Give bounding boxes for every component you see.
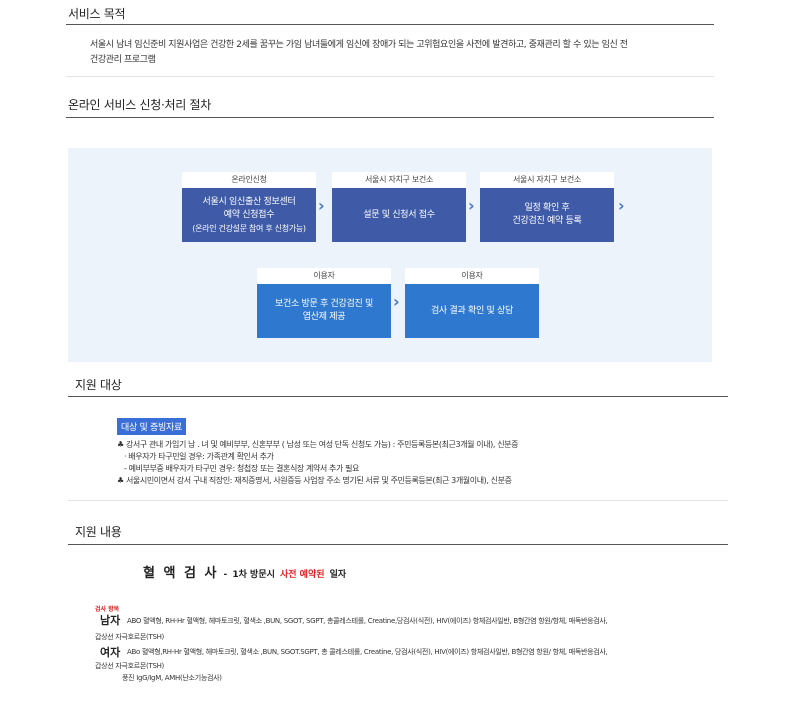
female-test-items-cont: 갑상선 자극호르몬(TSH) (95, 662, 164, 670)
step-line: 엽산제 제공 (302, 312, 346, 322)
eligibility-bottom-divider (68, 500, 728, 501)
purpose-text: 서울시 남녀 임신준비 지원사업은 건강한 2세를 꿈꾸는 가임 남녀들에게 임… (90, 38, 710, 68)
date-label: 일자 (329, 570, 347, 580)
step-body: 설문 및 신청서 접수 (332, 188, 466, 242)
club-bullet-icon: ♣ (117, 476, 124, 485)
step-line: 검사 결과 확인 및 상담 (430, 305, 514, 316)
step-note: (온라인 건강설문 참여 후 신청가능) (192, 223, 306, 233)
eligibility-subitem: · 배우자가 타구민일 경우: 가족관계 확인서 추가 (124, 452, 274, 461)
step-head: 이용자 (257, 268, 391, 284)
heading-dash: - (223, 570, 228, 580)
step-line: 서울시 임신출산 정보센터 (202, 196, 296, 207)
step-visit-checkup: 이용자 보건소 방문 후 건강검진 및 엽산제 제공 (257, 268, 391, 338)
step-body: 일정 확인 후 건강검진 예약 등록 (480, 188, 614, 242)
eligibility-divider (68, 396, 728, 397)
step-line: 일정 확인 후 (524, 203, 570, 213)
reserved-label: 사전 예약된 (279, 570, 325, 580)
step-body: 검사 결과 확인 및 상담 (405, 284, 539, 338)
eligibility-subitem: - 예비부부중 배우자가 타구민 경우: 청첩장 또는 결혼식장 계약서 추가 … (124, 464, 360, 473)
step-result-counsel: 이용자 검사 결과 확인 및 상담 (405, 268, 539, 338)
step-online-apply: 온라인신청 서울시 임신출산 정보센터 예약 신청접수 (온라인 건강설문 참여… (182, 172, 316, 242)
purpose-line-2: 건강관리 프로그램 (90, 55, 156, 65)
blood-test-heading: 혈 액 검 사 - 1차 방문시 사전 예약된 일자 (143, 562, 346, 581)
eligibility-title: 지원 대상 (75, 378, 122, 392)
purpose-bottom-divider (66, 76, 714, 77)
visit-label: 1차 방문시 (232, 570, 275, 580)
female-test-items-extra: 풍진 IgG/IgM, AMH(난소기능검사) (122, 674, 222, 682)
club-bullet-icon: ♣ (117, 440, 124, 449)
eligibility-item: ♣ 서울시민이면서 강서 구내 직장인: 재직증명서, 사원증등 사업장 주소 … (117, 475, 737, 487)
male-test-items-cont: 갑상선 자극호르몬(TSH) (95, 633, 164, 641)
procedure-divider (66, 117, 714, 118)
step-survey-receipt: 서울시 자치구 보건소 설문 및 신청서 접수 (332, 172, 466, 242)
step-line: 보건소 방문 후 건강검진 및 (274, 299, 374, 309)
blood-test-title: 혈 액 검 사 (143, 566, 219, 581)
purpose-title: 서비스 목적 (68, 7, 126, 21)
step-schedule-register: 서울시 자치구 보건소 일정 확인 후 건강검진 예약 등록 (480, 172, 614, 242)
step-line: 건강검진 예약 등록 (512, 216, 582, 226)
female-test-items: ABo 혈액형,RH-Hr 혈액형, 헤마토크릿, 혈색소 ,BUN, SGOT… (127, 648, 608, 656)
purpose-divider (66, 24, 714, 25)
eligibility-item-text: 강서구 관내 가임기 남 . 녀 및 예비부부, 신혼부부 ( 남성 또는 여성… (125, 440, 519, 449)
chevron-right-icon: › (618, 196, 625, 215)
eligibility-item-text: 서울시민이면서 강서 구내 직장인: 재직증명서, 사원증등 사업장 주소 명기… (125, 476, 512, 485)
support-title: 지원 내용 (75, 525, 122, 539)
female-label: 여자 (100, 646, 121, 659)
step-head: 온라인신청 (182, 172, 316, 188)
eligibility-tag: 대상 및 증빙자료 (117, 418, 186, 435)
test-category-label: 검사 항목 (95, 606, 120, 613)
support-divider (68, 544, 728, 545)
step-head: 서울시 자치구 보건소 (332, 172, 466, 188)
step-head: 이용자 (405, 268, 539, 284)
chevron-right-icon: › (393, 292, 400, 311)
male-label: 남자 (100, 614, 121, 627)
chevron-right-icon: › (468, 196, 475, 215)
step-line: 설문 및 신청서 접수 (363, 209, 435, 220)
procedure-title: 온라인 서비스 신청·처리 절차 (68, 98, 211, 112)
step-head: 서울시 자치구 보건소 (480, 172, 614, 188)
step-line: 예약 신청접수 (223, 209, 275, 220)
purpose-line-1: 서울시 남녀 임신준비 지원사업은 건강한 2세를 꿈꾸는 가임 남녀들에게 임… (90, 40, 628, 50)
step-body: 서울시 임신출산 정보센터 예약 신청접수 (온라인 건강설문 참여 후 신청가… (182, 188, 316, 242)
step-body: 보건소 방문 후 건강검진 및 엽산제 제공 (257, 284, 391, 338)
eligibility-item: ♣ 강서구 관내 가임기 남 . 녀 및 예비부부, 신혼부부 ( 남성 또는 … (117, 439, 737, 451)
male-test-items: ABO 혈액형, RH-Hr 혈액형, 헤마토크릿, 혈색소 ,BUN, SGO… (127, 617, 608, 625)
chevron-right-icon: › (318, 196, 325, 215)
eligibility-list: ♣ 강서구 관내 가임기 남 . 녀 및 예비부부, 신혼부부 ( 남성 또는 … (117, 439, 737, 487)
